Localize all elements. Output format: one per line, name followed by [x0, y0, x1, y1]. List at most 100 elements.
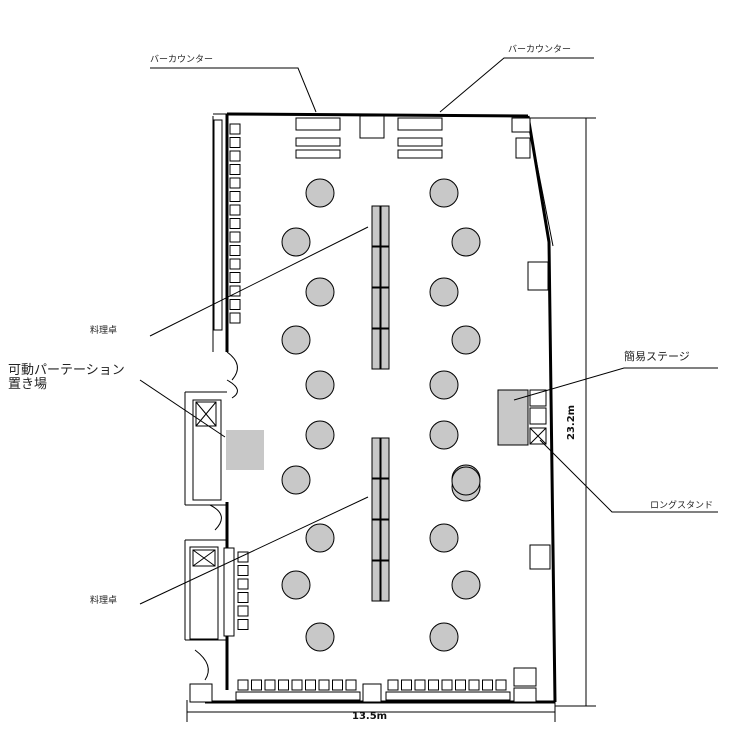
- leader-food-table-upper: [149, 226, 369, 337]
- dimension-lines: [186, 117, 596, 722]
- leader-bar-counter-left: [150, 67, 317, 113]
- food-tables: [371, 205, 390, 602]
- bar-counter-right-b: [397, 149, 443, 159]
- food-table-segment: [380, 287, 390, 329]
- leader-long-stand: [539, 439, 718, 513]
- chair: [291, 679, 303, 691]
- round-table: [451, 325, 481, 355]
- chair: [278, 679, 289, 691]
- bar-counters: [295, 115, 531, 159]
- chair: [229, 231, 241, 243]
- bar-counter-left-b: [295, 149, 341, 159]
- lower-left-block: [189, 546, 219, 640]
- dimension-height-label: 23.2m: [566, 404, 577, 440]
- round-table: [429, 523, 459, 553]
- left-counter: [213, 119, 223, 331]
- simple-stage: [497, 389, 529, 446]
- right-booths: [527, 261, 551, 570]
- chair: [441, 679, 453, 691]
- chair: [229, 137, 241, 148]
- round-table: [429, 370, 459, 400]
- chair: [229, 164, 241, 175]
- food-table-segment: [371, 328, 381, 370]
- leader-partition-storage: [139, 379, 226, 438]
- chair: [495, 679, 507, 691]
- right-wall: [526, 115, 557, 703]
- chair: [237, 578, 249, 590]
- center-column-box: [359, 115, 385, 139]
- leader-lines: [139, 57, 718, 605]
- round-table: [451, 570, 481, 600]
- wall-details: [184, 113, 554, 681]
- chair: [345, 679, 357, 691]
- stage-area: [497, 389, 547, 446]
- chair: [229, 258, 241, 270]
- leader-stage: [513, 367, 718, 401]
- round-table: [281, 570, 311, 600]
- bar-counter-right-top: [397, 117, 443, 131]
- round-table: [281, 325, 311, 355]
- chair: [264, 679, 276, 691]
- food-table-segment: [380, 205, 390, 247]
- lower-left-counter: [223, 547, 235, 637]
- round-table: [281, 465, 311, 495]
- round-table: [305, 370, 335, 400]
- round-table: [429, 277, 459, 307]
- lower-left-chairs: [223, 547, 249, 637]
- food-table-segment: [380, 328, 390, 370]
- chair: [482, 679, 493, 691]
- label-simple-stage: 簡易ステージ: [624, 350, 690, 363]
- chair: [237, 565, 249, 576]
- leader-bar-counter-right: [439, 57, 594, 113]
- chair: [237, 605, 249, 617]
- food-table-segment: [380, 246, 390, 288]
- chair: [237, 592, 249, 603]
- bottom-chair-row: [235, 679, 511, 701]
- chair: [401, 679, 412, 691]
- chair: [229, 123, 241, 135]
- chair: [305, 679, 316, 691]
- chair: [229, 191, 241, 202]
- food-table-segment: [371, 560, 381, 602]
- chair: [237, 551, 249, 563]
- label-partition-storage-line2: 置き場: [8, 377, 48, 392]
- round-table: [305, 523, 335, 553]
- label-food-table-upper: 料理卓: [90, 326, 118, 336]
- chair: [237, 619, 249, 630]
- label-food-table-lower: 料理卓: [90, 596, 118, 606]
- round-table: [281, 227, 311, 257]
- chair: [332, 679, 343, 691]
- food-table-segment: [371, 246, 381, 288]
- food-table-segment: [371, 519, 381, 561]
- chair: [229, 245, 241, 256]
- label-partition-storage-line1: 可動パーテーション: [8, 363, 125, 378]
- round-tables: [281, 178, 481, 652]
- chair: [229, 177, 241, 189]
- bottom-fixtures: [189, 667, 537, 703]
- chair: [318, 679, 330, 691]
- round-table: [305, 277, 335, 307]
- food-table-segment: [380, 519, 390, 561]
- partition-storage: [192, 399, 222, 501]
- round-table: [429, 178, 459, 208]
- food-table-segment: [380, 437, 390, 479]
- round-table: [305, 178, 335, 208]
- chair: [414, 679, 426, 691]
- bottom-counter-right: [385, 691, 511, 701]
- chair: [229, 285, 241, 297]
- round-table: [305, 420, 335, 450]
- label-bar-counter-left: バーカウンター: [150, 55, 214, 65]
- round-table: [305, 622, 335, 652]
- leader-food-table-lower: [139, 496, 369, 605]
- round-table: [451, 227, 481, 257]
- chair: [428, 679, 439, 691]
- food-table-segment: [380, 478, 390, 520]
- label-bar-counter-right: バーカウンター: [508, 45, 572, 55]
- chair: [229, 150, 241, 162]
- bottom-counter-left: [235, 691, 361, 701]
- round-table: [451, 466, 481, 496]
- food-table-segment: [371, 287, 381, 329]
- bar-counter-right-a: [397, 137, 443, 147]
